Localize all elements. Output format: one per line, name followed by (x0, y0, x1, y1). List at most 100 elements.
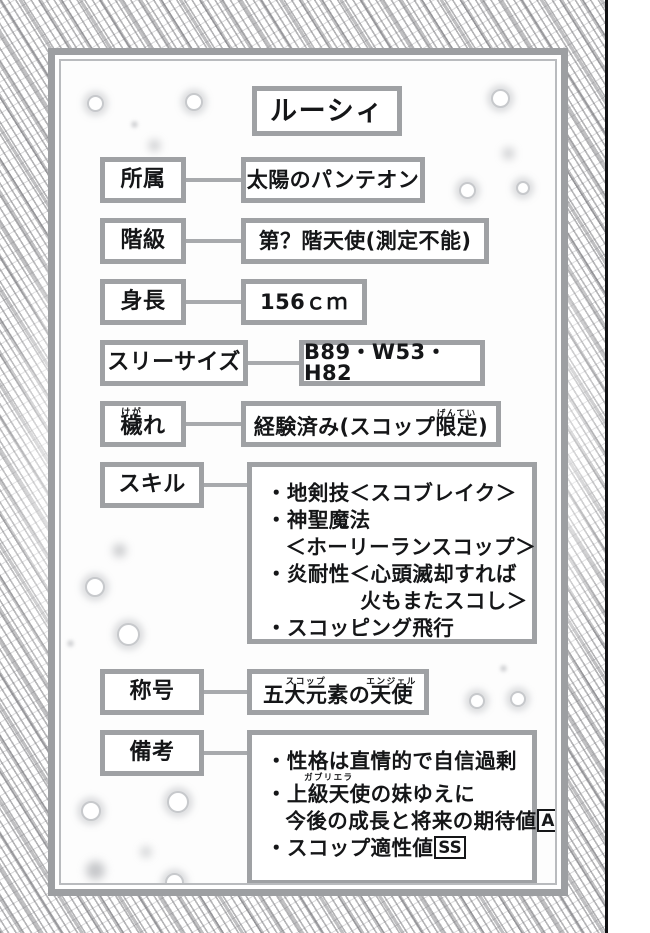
field-label-rank: 階級 (100, 218, 186, 264)
remark-bullet: ・ (266, 782, 287, 807)
field-label-defilement: けが 穢 れ (100, 401, 186, 447)
field-value-text: B89・W53・H82 (304, 340, 447, 385)
ruby-text-kegare: けが (121, 408, 143, 418)
remark-line: ・性格は直情的で自信過剰 (266, 749, 517, 773)
field-label-skills: スキル (100, 462, 204, 508)
bokeh-dot (86, 861, 105, 880)
bokeh-ring (85, 577, 105, 597)
connector-line-three-sizes (248, 361, 304, 365)
field-value-remarks: ・性格は直情的で自信過剰 ・ ガブリエラ 上級天使 の妹ゆえに 今後の成長と将来… (247, 730, 555, 883)
aptitude-rank-badge: SS (434, 836, 466, 860)
profile-panel-frame: ルーシィ 所属 太陽のパンテオン 階級 第？階天使(測定不能) 身長 (48, 48, 568, 896)
page-outer-margin (608, 0, 650, 933)
bokeh-ring (469, 693, 485, 709)
ruby-group-kegare: けが 穢 (120, 408, 143, 440)
field-value-text: 経験済み(スコップ げんてい 限定 ) (253, 409, 489, 439)
character-name: ルーシィ (270, 95, 384, 127)
connector-line-affiliation (186, 178, 246, 182)
ruby-text-gentei: げんてい (436, 408, 477, 419)
skill-line: 火もまたスコし＞ (360, 589, 528, 614)
field-label-title: 称号 (100, 669, 204, 715)
ruby-text-scoop: スコップ (285, 676, 327, 687)
value-prefix-defilement: 経験済み(スコップ (253, 414, 436, 439)
skill-line: ・スコッピング飛行 (266, 616, 455, 641)
remark-line-tail: の妹ゆえに (370, 782, 476, 807)
profile-panel-inner: ルーシィ 所属 太陽のパンテオン 階級 第？階天使(測定不能) 身長 (59, 59, 557, 885)
bokeh-dot (68, 641, 73, 646)
ruby-base-joukyuutenshi: 上級天使 (286, 782, 371, 807)
bokeh-dot (132, 122, 137, 127)
field-value-text: 156ｃｍ (260, 289, 348, 314)
bokeh-ring (516, 181, 530, 195)
field-value-three-sizes: B89・W53・H82 (299, 340, 485, 386)
field-label-text: スキル (118, 472, 186, 497)
connector-line-skills (204, 483, 252, 487)
field-value-rank: 第？階天使(測定不能) (241, 218, 489, 264)
expectation-rank-badge: A (537, 809, 555, 833)
field-label-text: けが 穢 れ (120, 408, 166, 440)
ruby-base-godai: 五大元素 (263, 682, 349, 707)
skill-list: ・地剣技＜スコブレイク＞ ・神聖魔法 ＜ホーリーランスコップ＞ ・炎耐性＜心頭滅… (266, 480, 536, 642)
field-label-text: 身長 (120, 289, 166, 314)
bokeh-ring (459, 182, 476, 199)
ruby-base-tenshi: 天使 (370, 682, 413, 707)
remark-line: ・ ガブリエラ 上級天使 の妹ゆえに (266, 774, 555, 808)
ruby-text-gabriella: ガブリエラ (304, 773, 354, 784)
ruby-group-gabriella: ガブリエラ 上級天使 (286, 774, 371, 808)
bokeh-ring (81, 801, 101, 821)
ruby-group-gentei: げんてい 限定 (435, 409, 478, 438)
bokeh-ring (185, 93, 203, 111)
field-label-height: 身長 (100, 279, 186, 325)
bokeh-ring (117, 623, 140, 646)
connector-line-title (204, 690, 252, 694)
remark-text: ・スコップ適性値 (266, 836, 434, 861)
bokeh-dot (501, 666, 506, 671)
field-label-three-sizes: スリーサイズ (100, 340, 248, 386)
skill-line: ＜ホーリーランスコップ＞ (285, 535, 536, 560)
bokeh-ring (491, 89, 510, 108)
bokeh-ring (167, 791, 189, 813)
connector-line-defilement (186, 422, 246, 426)
field-label-text: 称号 (129, 679, 175, 704)
bokeh-ring (87, 95, 104, 112)
ruby-group-angel: エンジェル 天使 (366, 677, 415, 707)
field-value-text: スコップ 五大元素 の エンジェル 天使 (263, 677, 415, 707)
skill-line: ・地剣技＜スコブレイク＞ (266, 481, 517, 505)
connector-line-remarks (204, 751, 252, 755)
field-value-title: スコップ 五大元素 の エンジェル 天使 (247, 669, 429, 715)
field-value-text: 太陽のパンテオン (246, 167, 420, 192)
bokeh-dot (149, 140, 160, 151)
bokeh-dot (113, 544, 126, 557)
remark-text: 今後の成長と将来の期待値 (285, 809, 537, 834)
value-suffix-defilement: ) (478, 414, 489, 439)
label-tail-kegare: れ (143, 414, 166, 440)
field-value-defilement: 経験済み(スコップ げんてい 限定 ) (241, 401, 501, 447)
bokeh-ring (510, 691, 526, 707)
character-name-box: ルーシィ (252, 86, 402, 136)
field-value-text: 第？階天使(測定不能) (258, 228, 472, 253)
field-label-remarks: 備考 (100, 730, 204, 776)
bokeh-dot (141, 847, 151, 857)
connector-line-height (186, 300, 246, 304)
title-mid-particle: の (348, 682, 371, 707)
ruby-group-scoop: スコップ 五大元素 (263, 677, 349, 707)
field-label-text: 所属 (120, 167, 166, 192)
field-label-text: スリーサイズ (107, 350, 241, 375)
field-value-skills: ・地剣技＜スコブレイク＞ ・神聖魔法 ＜ホーリーランスコップ＞ ・炎耐性＜心頭滅… (247, 462, 537, 644)
bokeh-dot (503, 148, 514, 159)
field-value-height: 156ｃｍ (241, 279, 367, 325)
skill-line: ・炎耐性＜心頭滅却すれば (266, 562, 517, 587)
ruby-text-angel: エンジェル (366, 676, 417, 687)
skill-line: ・神聖魔法 (266, 508, 371, 533)
field-value-affiliation: 太陽のパンテオン (241, 157, 425, 203)
remarks-list: ・性格は直情的で自信過剰 ・ ガブリエラ 上級天使 の妹ゆえに 今後の成長と将来… (266, 748, 555, 862)
page-gutter-line (605, 0, 608, 933)
ruby-base-kegare: 穢 (120, 414, 143, 440)
connector-line-rank (186, 239, 246, 243)
field-label-text: 階級 (120, 228, 166, 253)
field-label-affiliation: 所属 (100, 157, 186, 203)
field-label-text: 備考 (129, 740, 175, 765)
